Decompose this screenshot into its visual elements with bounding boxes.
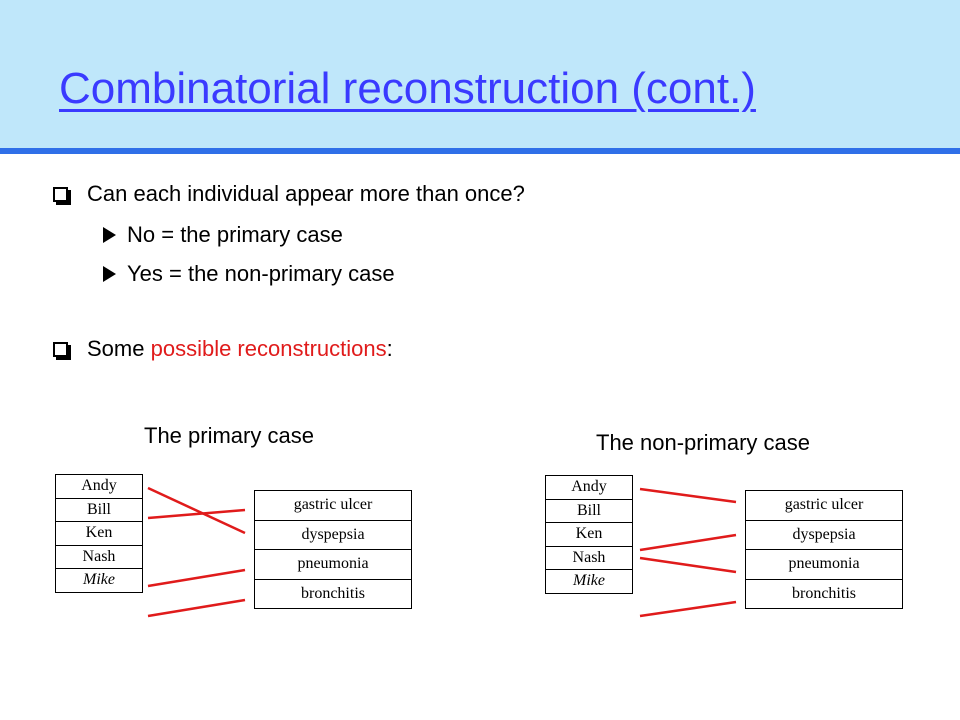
name-cell: Bill (545, 498, 633, 523)
bullet-yes: Yes = the non-primary case (103, 261, 395, 287)
link-line (147, 598, 246, 618)
bullet-text-suffix: : (386, 336, 393, 361)
nonprimary-conditions-table: gastric ulcer dyspepsia pneumonia bronch… (745, 490, 903, 609)
condition-cell: gastric ulcer (745, 490, 903, 521)
link-line (639, 556, 737, 574)
square-bullet-icon (53, 186, 71, 205)
condition-cell: dyspepsia (254, 519, 412, 550)
link-line (639, 487, 737, 504)
primary-names-table: Andy Bill Ken Nash Mike (55, 474, 143, 593)
bullet-text: No = the primary case (127, 222, 343, 247)
name-cell: Nash (55, 544, 143, 569)
name-cell: Bill (55, 497, 143, 522)
link-line (147, 568, 246, 588)
square-bullet-icon (53, 341, 71, 360)
link-line (147, 508, 246, 520)
name-cell: Nash (545, 545, 633, 570)
nonprimary-names-table: Andy Bill Ken Nash Mike (545, 475, 633, 594)
bullet-text: Yes = the non-primary case (127, 261, 395, 286)
bullet-highlight: possible reconstructions (150, 336, 387, 361)
name-cell: Ken (55, 521, 143, 546)
bullet-text-prefix: Some (87, 336, 151, 361)
bullet-question-1: Can each individual appear more than onc… (53, 181, 525, 207)
arrow-bullet-icon (103, 266, 116, 282)
name-cell: Andy (545, 475, 633, 500)
header-divider (0, 148, 960, 154)
name-cell: Mike (55, 568, 143, 593)
condition-cell: bronchitis (745, 578, 903, 609)
name-cell: Andy (55, 474, 143, 499)
link-line (639, 533, 737, 552)
link-line (639, 600, 737, 618)
bullet-text: Can each individual appear more than onc… (87, 181, 525, 206)
header-band (0, 0, 960, 150)
condition-cell: pneumonia (254, 549, 412, 580)
condition-cell: pneumonia (745, 549, 903, 580)
arrow-bullet-icon (103, 227, 116, 243)
condition-cell: dyspepsia (745, 519, 903, 550)
primary-case-title: The primary case (144, 423, 314, 448)
condition-cell: bronchitis (254, 578, 412, 609)
bullet-no: No = the primary case (103, 222, 343, 248)
condition-cell: gastric ulcer (254, 490, 412, 521)
bullet-question-2: Some possible reconstructions: (53, 336, 393, 362)
name-cell: Mike (545, 569, 633, 594)
link-line (147, 486, 246, 535)
slide-title: Combinatorial reconstruction (cont.) (59, 64, 756, 113)
name-cell: Ken (545, 522, 633, 547)
primary-conditions-table: gastric ulcer dyspepsia pneumonia bronch… (254, 490, 412, 609)
nonprimary-case-title: The non-primary case (596, 430, 810, 455)
